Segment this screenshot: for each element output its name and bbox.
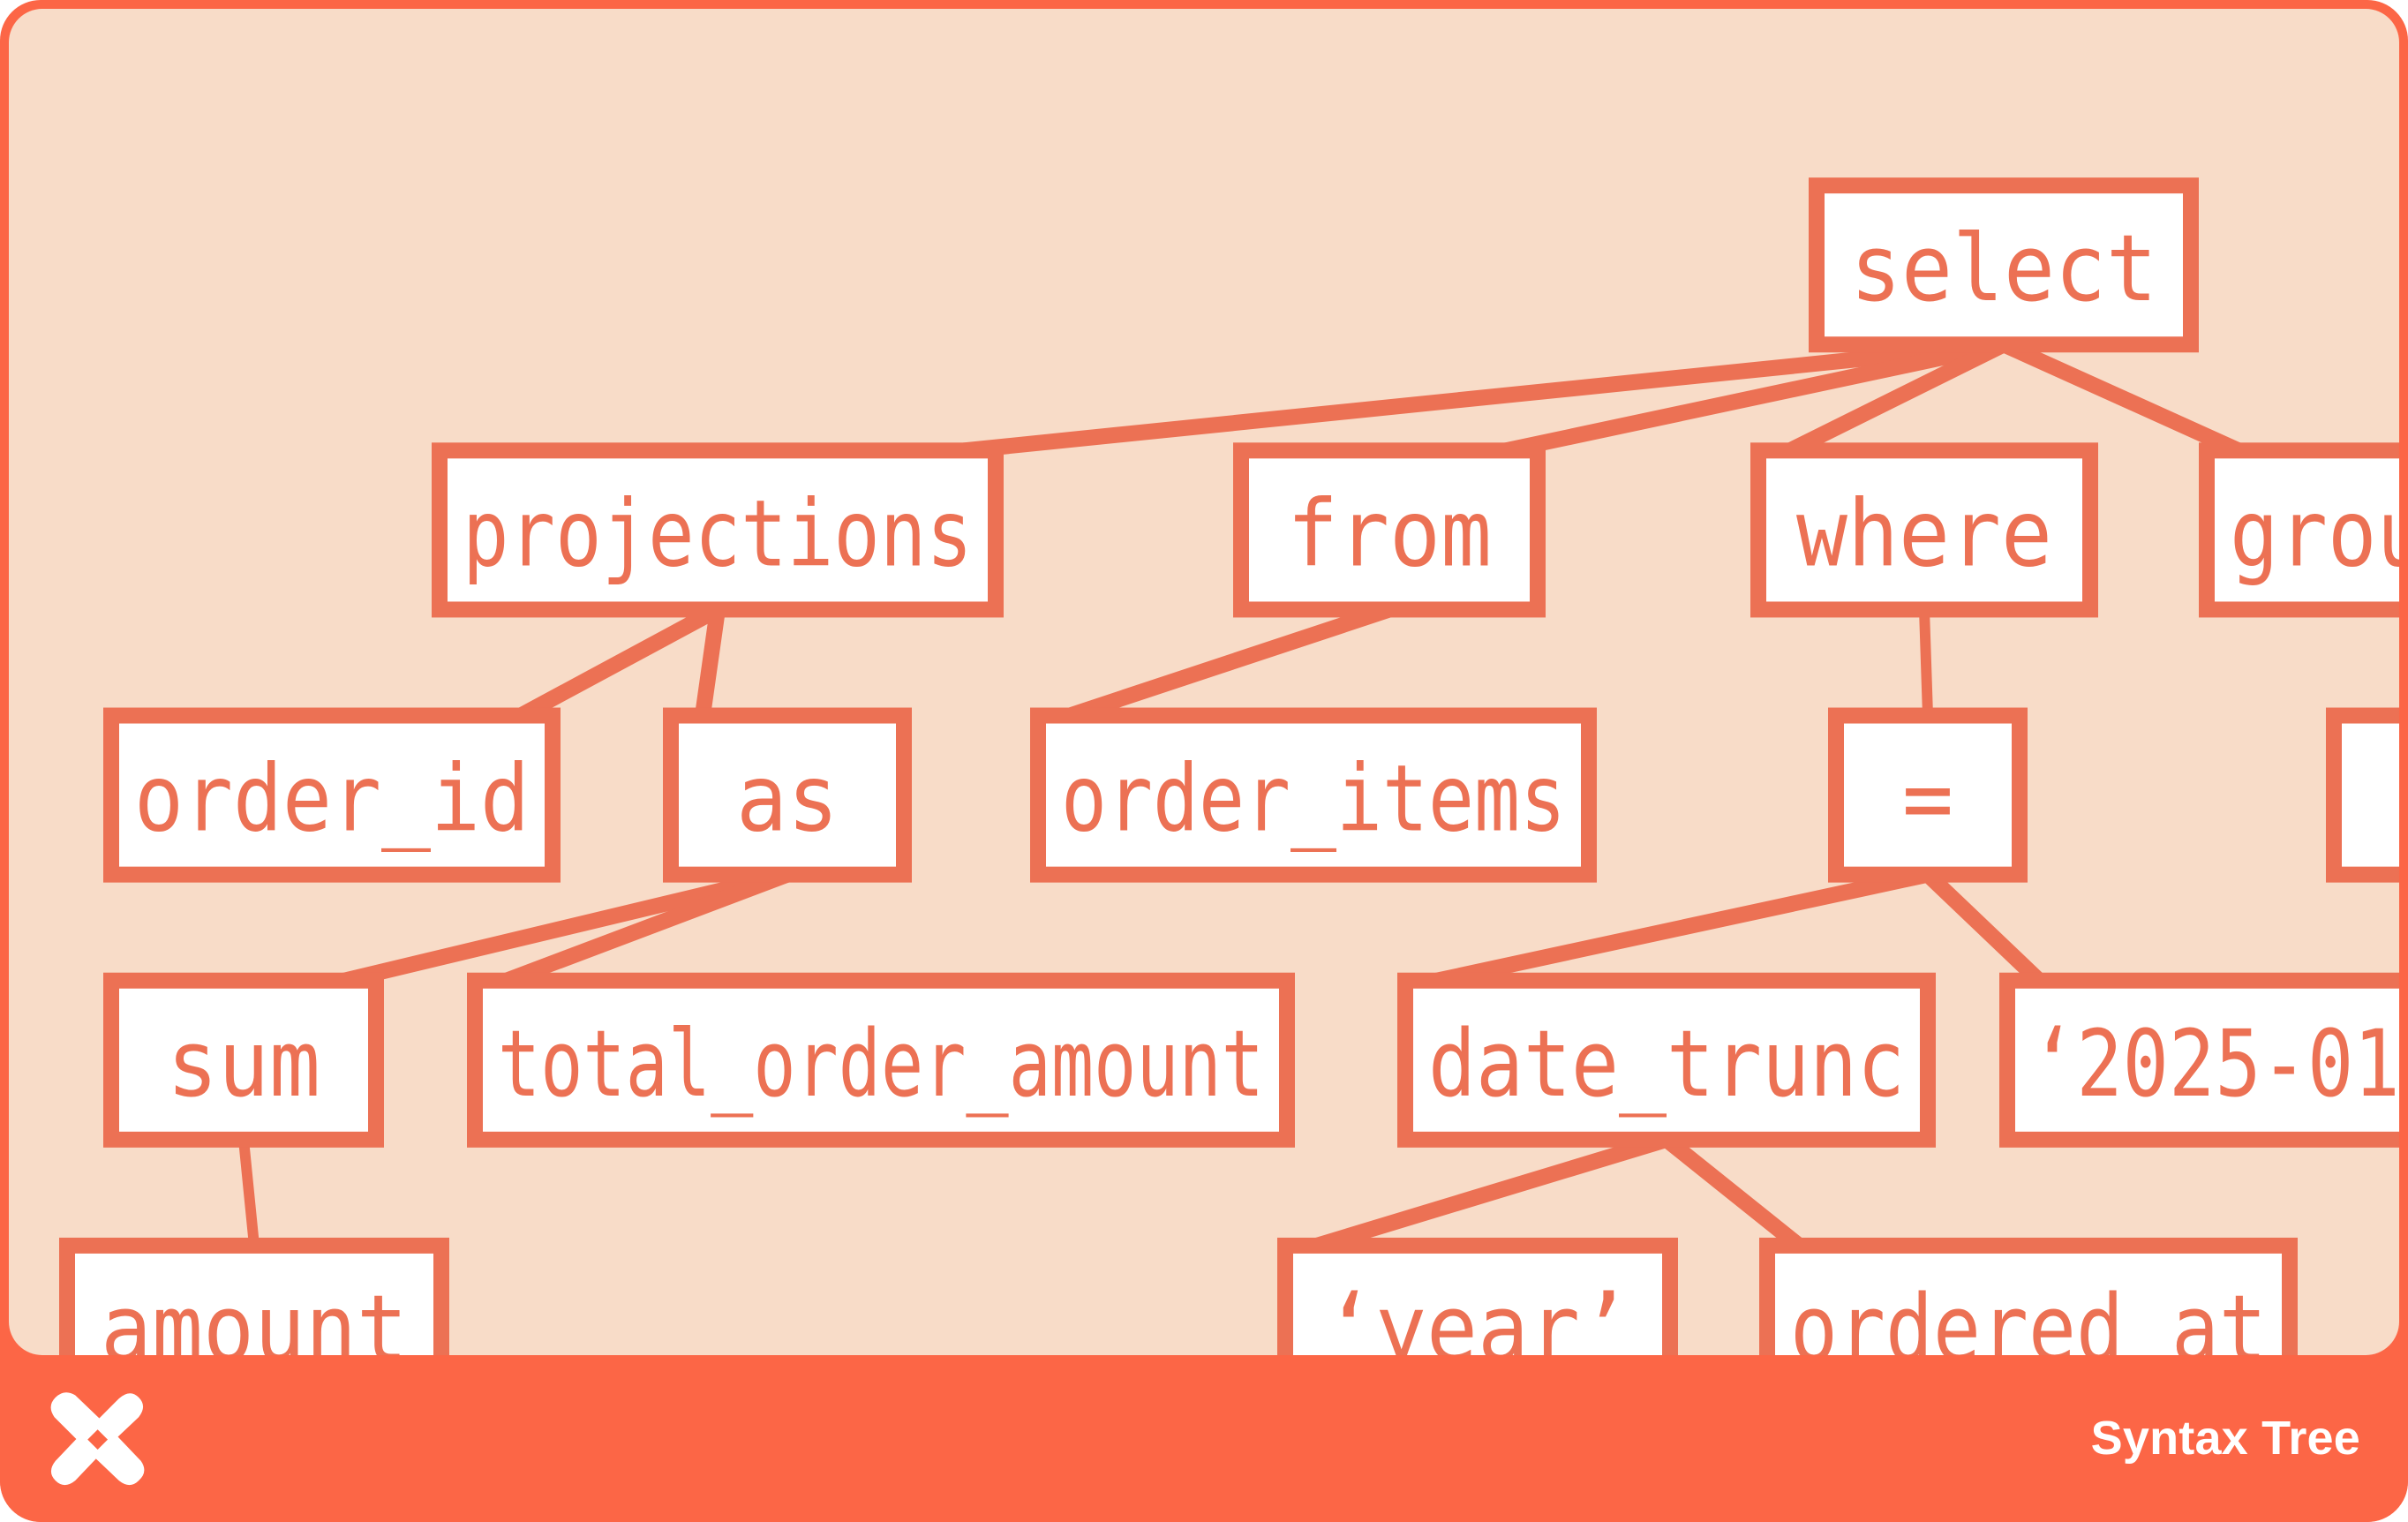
tree-node-group-by[interactable]: group by bbox=[2199, 442, 2399, 618]
node-label: sum bbox=[167, 1010, 320, 1118]
tree-edge bbox=[516, 602, 722, 723]
tree-node-eq[interactable]: = bbox=[1828, 707, 2028, 883]
node-label: order_id bbox=[134, 745, 530, 853]
node-box bbox=[1750, 442, 2098, 618]
node-box bbox=[1233, 442, 1546, 618]
tree-edge bbox=[695, 608, 726, 717]
tree-node-as[interactable]: as bbox=[663, 707, 912, 883]
node-label: date_trunc bbox=[1428, 1010, 1905, 1118]
tree-node-from[interactable]: from bbox=[1233, 442, 1546, 618]
node-box bbox=[1809, 177, 2199, 353]
tree-node-order_id[interactable]: order_id bbox=[103, 707, 561, 883]
node-label: order_items bbox=[1061, 745, 1566, 853]
tree-edge bbox=[1314, 1132, 1669, 1254]
tree-edge bbox=[238, 1139, 260, 1247]
tree-edge bbox=[1435, 866, 1930, 989]
node-label: projections bbox=[463, 479, 973, 587]
footer-title: Syntax Tree bbox=[2090, 1412, 2360, 1465]
tree-node-select[interactable]: select bbox=[1809, 177, 2199, 353]
tree-node-date_literal[interactable]: ‘2025-01-01’ bbox=[1999, 972, 2399, 1148]
node-box bbox=[1030, 707, 1597, 883]
node-box bbox=[103, 707, 561, 883]
tree-edge bbox=[1067, 601, 1392, 724]
tree-node-ordered_at[interactable]: ordered_at bbox=[1759, 1237, 2298, 1355]
node-label: as bbox=[736, 745, 839, 853]
tree-node-total_order_amount[interactable]: total_order_amount bbox=[467, 972, 1295, 1148]
tree-node-sum[interactable]: sum bbox=[103, 972, 384, 1148]
tree-canvas: select projections from where group by order_… bbox=[9, 9, 2399, 1355]
node-box bbox=[663, 707, 912, 883]
node-label: ordered_at bbox=[1790, 1275, 2267, 1355]
tree-edge bbox=[1504, 336, 2005, 459]
node-box bbox=[1397, 972, 1936, 1148]
edge-layer bbox=[238, 336, 2242, 1254]
node-box bbox=[1759, 1237, 2298, 1355]
tree-edge bbox=[1661, 1133, 1804, 1252]
tree-node-order_items[interactable]: order_items bbox=[1030, 707, 1597, 883]
node-box bbox=[1828, 707, 2028, 883]
node-box bbox=[103, 972, 384, 1148]
node-label: where bbox=[1796, 479, 2052, 587]
node-box bbox=[1277, 1237, 1678, 1355]
footer-bar bbox=[0, 1355, 2408, 1522]
node-box bbox=[2199, 442, 2399, 618]
syntax-tree-graph: select projections from where group by order_… bbox=[59, 177, 2399, 1355]
tree-edge bbox=[342, 866, 790, 989]
node-label: from bbox=[1287, 479, 1492, 587]
node-label: total_order_amount bbox=[498, 1010, 1264, 1118]
tree-node-year_literal[interactable]: ‘year’ bbox=[1277, 1237, 1678, 1355]
tree-edge bbox=[1787, 337, 2007, 458]
tree-node-one[interactable]: 1 bbox=[2326, 707, 2399, 883]
node-box bbox=[467, 972, 1295, 1148]
tree-edge bbox=[2000, 337, 2242, 458]
dbt-x-star-logo-icon bbox=[42, 1384, 152, 1494]
tree-edge bbox=[503, 867, 791, 989]
node-label: ‘year’ bbox=[1324, 1275, 1631, 1355]
node-box bbox=[59, 1237, 449, 1355]
tree-node-date_trunc[interactable]: date_trunc bbox=[1397, 972, 1936, 1148]
node-label: select bbox=[1850, 215, 2157, 322]
tree-node-amount[interactable]: amount bbox=[59, 1237, 449, 1355]
tree-node-where[interactable]: where bbox=[1750, 442, 2098, 618]
tree-node-projections[interactable]: projections bbox=[432, 442, 1004, 618]
tree-edge bbox=[1922, 869, 2045, 987]
node-box bbox=[1999, 972, 2399, 1148]
node-box bbox=[432, 442, 1004, 618]
tree-edge bbox=[1919, 609, 1933, 716]
node-layer: select projections from where group by order_… bbox=[59, 177, 2399, 1355]
node-box bbox=[2326, 707, 2399, 883]
node-label: ‘2025-01-01’ bbox=[2030, 1010, 2399, 1118]
tree-edge bbox=[963, 336, 2005, 459]
node-label: group by bbox=[2230, 479, 2399, 587]
node-label: = bbox=[1902, 745, 1953, 853]
node-label: amount bbox=[101, 1275, 408, 1355]
